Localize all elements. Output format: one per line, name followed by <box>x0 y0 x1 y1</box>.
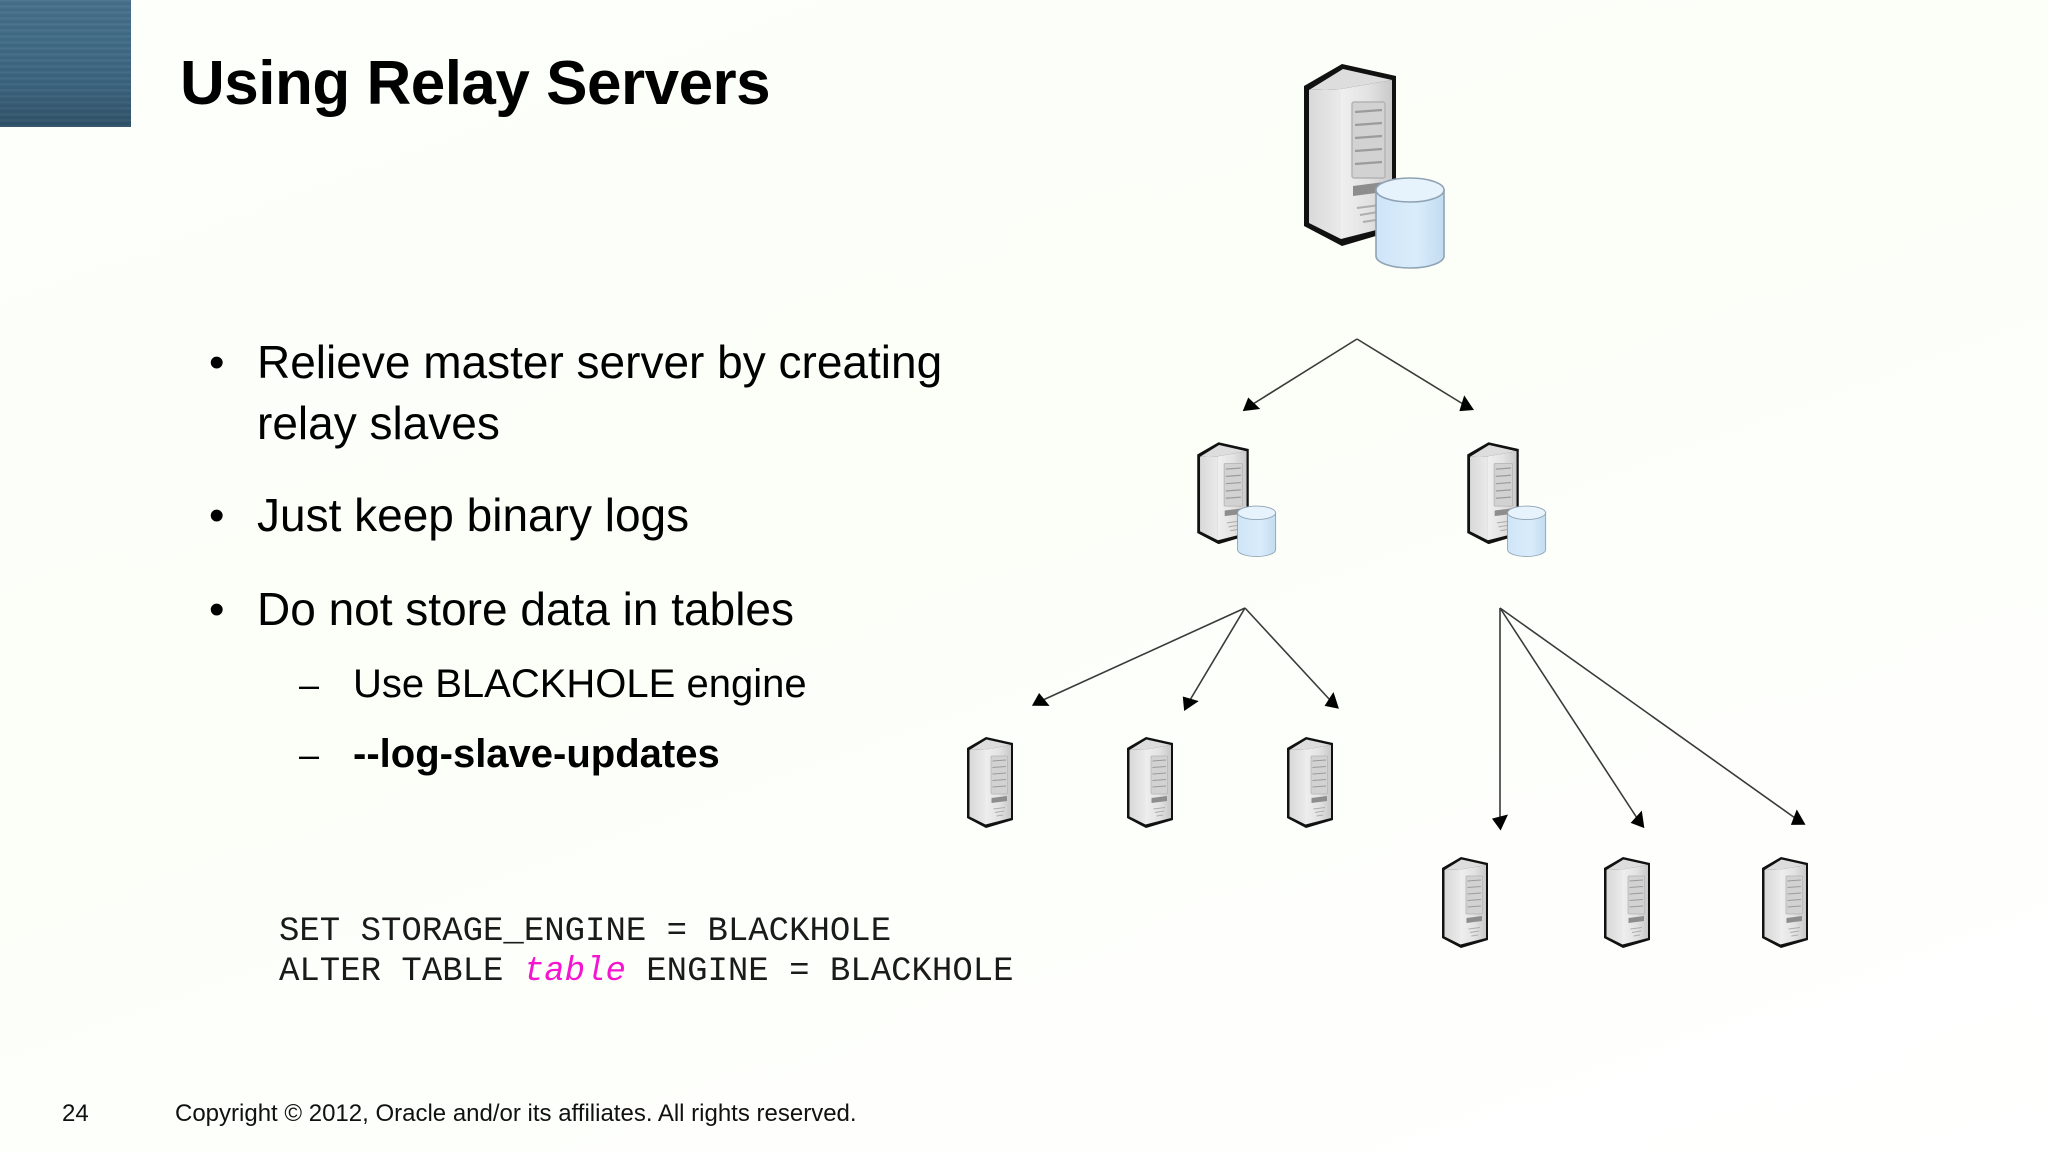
server-node-slave-5 <box>1603 856 1651 949</box>
page-title: Using Relay Servers <box>180 49 771 118</box>
bullet-marker: • <box>209 585 225 635</box>
topology-link-relay-2-to-slave-5 <box>1499 607 1645 829</box>
server-node-slave-6 <box>1761 856 1809 949</box>
topology-link-relay-1-to-slave-2 <box>1182 607 1246 712</box>
code-line-2-suffix: ENGINE = BLACKHOLE <box>625 953 1014 992</box>
code-line-1: SET STORAGE_ENGINE = BLACKHOLE <box>279 913 892 951</box>
server-node-master <box>1302 62 1445 269</box>
server-node-relay-2 <box>1466 441 1547 557</box>
accent-corner-block <box>0 0 131 127</box>
database-cylinder-icon <box>1507 505 1547 557</box>
sub-bullet-list: – Use BLACKHOLE engine – --log-slave-upd… <box>285 658 807 782</box>
sub-bullet-item-1: – --log-slave-updates <box>285 728 807 782</box>
server-tower-icon <box>1466 441 1520 545</box>
sub-bullet-marker: – <box>299 664 320 706</box>
bullet-list: • Relieve master server by creating rela… <box>195 332 1015 830</box>
topology-link-relay-1-to-slave-3 <box>1244 607 1339 709</box>
bullet-text: Relieve master server by creating relay … <box>257 336 943 449</box>
sub-bullet-item-0: – Use BLACKHOLE engine <box>285 658 807 712</box>
bullet-text: Do not store data in tables <box>257 583 794 636</box>
server-tower-icon <box>1126 736 1174 829</box>
bullet-item-2-body: Do not store data in tables – Use BLACKH… <box>257 579 807 798</box>
server-tower-icon <box>1286 736 1334 829</box>
server-tower-icon <box>1603 856 1651 949</box>
bullet-item-0: • Relieve master server by creating rela… <box>195 332 1015 453</box>
server-node-relay-1 <box>1196 441 1277 557</box>
sub-bullet-marker: – <box>299 734 320 776</box>
bullet-item-2: • Do not store data in tables – Use BLAC… <box>195 579 1015 798</box>
server-node-slave-3 <box>1286 736 1334 829</box>
bullet-marker: • <box>209 491 225 541</box>
code-variable-table: table <box>523 953 626 992</box>
server-tower-icon <box>1196 441 1250 545</box>
database-cylinder-icon <box>1237 505 1277 557</box>
server-tower-icon <box>1441 856 1489 949</box>
server-tower-icon <box>1761 856 1809 949</box>
bullet-text: Just keep binary logs <box>257 489 690 542</box>
server-node-slave-4 <box>1441 856 1489 949</box>
topology-link-master-to-relay-1 <box>1242 338 1358 412</box>
server-tower-icon <box>1302 62 1398 248</box>
server-node-slave-2 <box>1126 736 1174 829</box>
code-line-2-prefix: ALTER TABLE <box>279 953 524 992</box>
footer-copyright: Copyright © 2012, Oracle and/or its affi… <box>175 1100 857 1127</box>
sql-code-block: SET STORAGE_ENGINE = BLACKHOLE ALTER TAB… <box>279 912 1014 992</box>
topology-nodes <box>966 62 1809 949</box>
topology-link-relay-1-to-slave-1 <box>1031 607 1246 706</box>
database-cylinder-icon <box>1375 177 1445 269</box>
topology-links <box>1031 338 1806 831</box>
sub-bullet-text: --log-slave-updates <box>353 732 720 777</box>
bullet-marker: • <box>209 338 225 387</box>
topology-link-master-to-relay-2 <box>1356 338 1474 412</box>
bullet-item-1: • Just keep binary logs <box>195 485 1015 547</box>
sub-bullet-text: Use BLACKHOLE engine <box>353 662 807 707</box>
footer-page-number: 24 <box>62 1100 89 1127</box>
topology-link-relay-2-to-slave-6 <box>1499 607 1806 825</box>
